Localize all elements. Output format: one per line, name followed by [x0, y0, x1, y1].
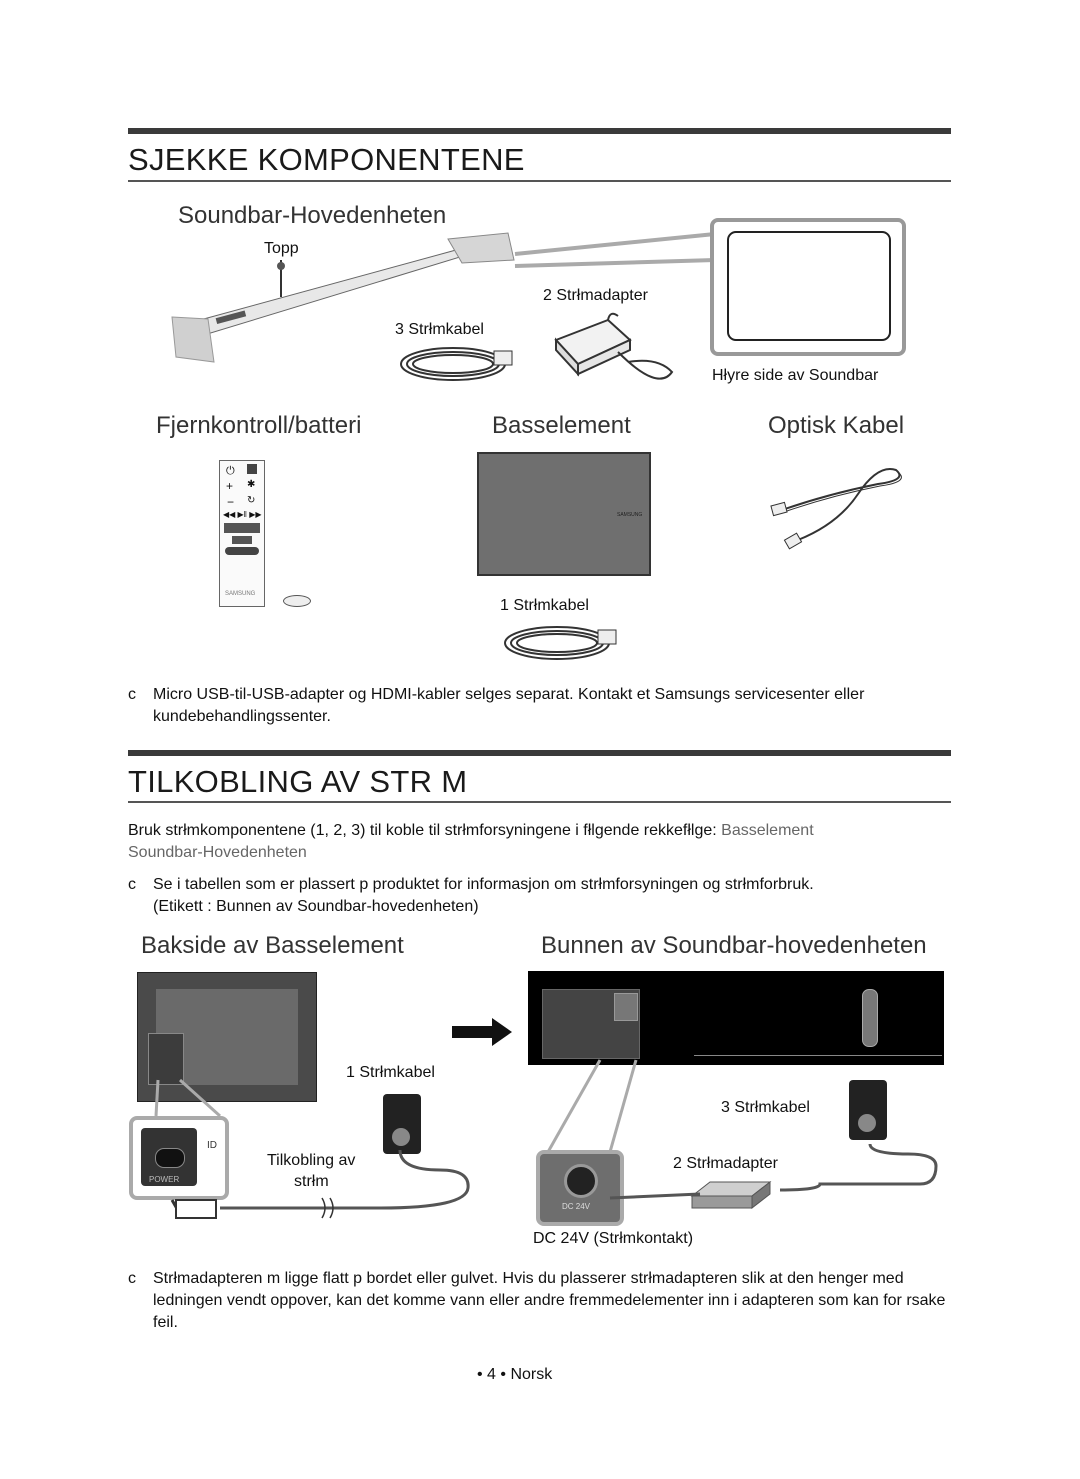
dc-jack-small [614, 993, 638, 1021]
power-intro-text: Bruk strłmkomponentene (1, 2, 3) til kob… [128, 822, 722, 839]
bluetooth-icon: ✱ [247, 479, 256, 490]
label-note-line2: (Etikett : Bunnen av Soundbar-hovedenhet… [153, 898, 479, 915]
wall-plug-3 [849, 1080, 887, 1140]
dc-label: DC 24V (Strłmkontakt) [533, 1230, 694, 1247]
section-title-underline [128, 180, 951, 182]
socket-zoom-connector [154, 1078, 222, 1118]
dc-jack-label: DC 24V [562, 1202, 591, 1211]
main-unit-bottom-heading: Bunnen av Soundbar-hovedenheten [541, 932, 927, 959]
power-icon: ⏻ [226, 465, 235, 477]
power-intro: Bruk strłmkomponentene (1, 2, 3) til kob… [128, 820, 928, 864]
subwoofer-heading: Basselement [492, 412, 631, 439]
label-note: Se i tabellen som er plassert p produkte… [153, 874, 913, 918]
zoom-connector [514, 232, 716, 268]
connect-label-line1: Tilkobling av [267, 1152, 356, 1169]
right-side-panel [710, 218, 906, 356]
arrow-right-icon [452, 1018, 512, 1046]
order-main-unit: Soundbar-Hovedenheten [128, 844, 307, 861]
power-socket-zoom: POWER ID [129, 1116, 229, 1200]
id-label: ID [207, 1140, 217, 1151]
power-cable-1-icon [504, 626, 617, 660]
power-cable-3-icon [400, 347, 513, 381]
remote-control: ⏻ + ✱ − ↻ ◀◀ ▶‖ ▶▶ SAMSUNG [219, 460, 265, 607]
power-socket-plate [148, 1033, 184, 1085]
top-label: Topp [264, 240, 299, 257]
main-unit-bottom-illustration [528, 971, 944, 1065]
s2-adapter-label: 2 Strłmadapter [673, 1155, 778, 1172]
main-unit-heading: Soundbar-Hovedenheten [178, 202, 447, 229]
subwoofer-back-illustration [137, 972, 317, 1102]
note-bullet-2: c [128, 876, 136, 893]
adapter-label: 2 Strłmadapter [543, 287, 648, 304]
label-note-line1: Se i tabellen som er plassert p produkte… [153, 876, 814, 893]
right-side-label: Hłyre side av Soundbar [712, 367, 879, 384]
volume-down-icon: − [227, 495, 235, 509]
note-bullet-1: c [128, 686, 136, 703]
arrow-buttons [225, 547, 259, 555]
remote-brand: SAMSUNG [225, 591, 256, 597]
dc-zoom-connector [546, 1059, 638, 1153]
power-adapter-icon [554, 312, 674, 380]
cable1-label: 1 Strłmkabel [500, 597, 589, 614]
s2-cable3-label: 3 Strłmkabel [721, 1099, 810, 1116]
section-top-rule [128, 128, 951, 134]
warning-bullet: c [128, 1270, 136, 1287]
section2-top-rule [128, 750, 951, 756]
soundbar-illustration [171, 232, 515, 363]
page-footer: • 4 • Norsk [477, 1366, 553, 1383]
optical-cable-icon [770, 468, 902, 550]
volume-up-icon: + [226, 479, 234, 493]
power-adapter-flat-icon [690, 1180, 772, 1210]
adapter-warning: Strłmadapteren m ligge flatt p bordet el… [153, 1270, 946, 1331]
input-icon [247, 464, 257, 474]
power-label: POWER [149, 1175, 180, 1184]
bottom-edge-line [694, 1055, 942, 1056]
battery-icon [283, 595, 311, 607]
wall-plug-1 [383, 1094, 421, 1154]
connect-label-line2: strłm [294, 1173, 329, 1190]
s2-cable1-label: 1 Strłmkabel [346, 1064, 435, 1081]
sound-mode-buttons [224, 523, 260, 533]
section-title-components: SJEKKE KOMPONENTENE [128, 142, 525, 177]
section2-title-underline [128, 801, 951, 803]
section-title-power: TILKOBLING AV STR M [128, 764, 468, 799]
order-subwoofer: Basselement [721, 822, 814, 839]
remote-heading: Fjernkontroll/batteri [156, 412, 362, 439]
bottom-slot [862, 989, 878, 1047]
separate-sale-note: Micro USB-til-USB-adapter og HDMI-kabler… [153, 686, 865, 725]
cable3-label: 3 Strłmkabel [395, 321, 484, 338]
power-socket: POWER [141, 1128, 197, 1186]
subwoofer-illustration: SAMSUNG [477, 452, 651, 576]
subwoofer-brand: SAMSUNG [617, 512, 643, 518]
dc-jack [564, 1164, 598, 1198]
repeat-icon: ↻ [247, 495, 256, 506]
optical-heading: Optisk Kabel [768, 412, 905, 439]
playback-icon: ◀◀ ▶‖ ▶▶ [223, 510, 262, 519]
subwoofer-back-heading: Bakside av Basselement [141, 932, 404, 959]
power-cables [170, 1143, 938, 1219]
dc-jack-zoom: DC 24V [536, 1150, 624, 1226]
settings-button [232, 536, 252, 544]
